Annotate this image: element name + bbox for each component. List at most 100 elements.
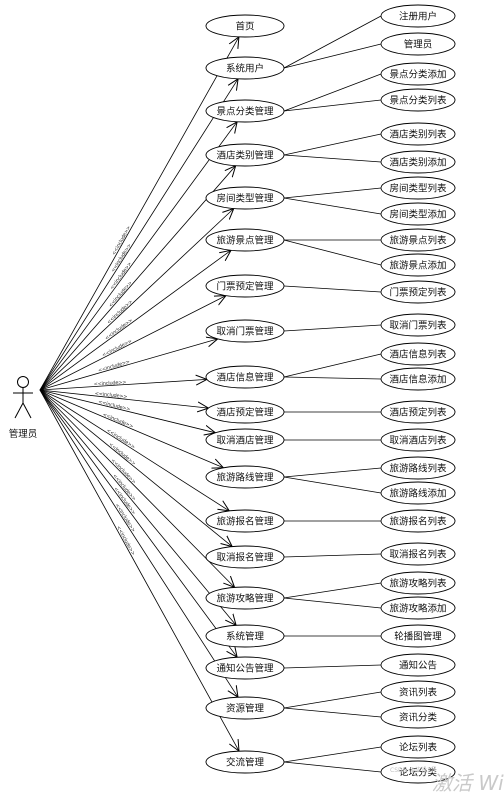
include-line-14-1: [283, 553, 382, 558]
include-line-17-1: [283, 664, 382, 669]
sub-use-case-ellipse-15-2: [380, 596, 456, 620]
include-label-8: <<include>>: [98, 359, 131, 374]
sub-use-case-label-18-2: 资讯分类: [399, 712, 438, 724]
use-case-ellipse-12: [205, 465, 285, 489]
sub-use-case-label-19-1: 论坛列表: [399, 742, 438, 754]
sub-use-case-ellipse-3-2: [380, 88, 456, 112]
include-line-18-1: [283, 691, 382, 709]
association-line-11: [39, 389, 216, 433]
sub-use-case-ellipse-9-1: [380, 342, 456, 366]
include-label-12: <<include>>: [102, 412, 134, 430]
actor-right-leg: [22, 402, 32, 419]
use-case-ellipse-3: [205, 99, 285, 123]
include-line-3-2: [283, 99, 382, 112]
include-label-10: <<include>>: [94, 391, 127, 400]
use-case-label-19: 交流管理: [226, 757, 265, 769]
use-case-label-8: 取消门票管理: [216, 326, 274, 338]
use-case-ellipse-4: [205, 143, 285, 167]
use-case-ellipse-8: [205, 319, 285, 343]
include-line-8-1: [283, 324, 382, 332]
sub-use-case-ellipse-4-2: [380, 150, 456, 174]
include-line-6-2: [283, 239, 382, 266]
actor-label: 管理员: [9, 428, 38, 440]
sub-use-case-label-2-1: 注册用户: [399, 11, 437, 23]
include-line-5-2: [283, 197, 382, 215]
include-line-7-1: [283, 285, 382, 293]
use-case-label-4: 酒店类别管理: [216, 150, 274, 162]
use-case-ellipse-7: [205, 274, 285, 298]
sub-use-case-ellipse-4-1: [380, 122, 456, 146]
association-line-3: [39, 122, 237, 391]
include-line-12-2: [283, 476, 382, 494]
sub-use-case-ellipse-18-1: [380, 680, 456, 704]
include-line-3-1: [283, 73, 382, 112]
use-case-ellipse-15: [205, 586, 285, 610]
sub-use-case-label-4-1: 酒店类别列表: [389, 129, 447, 141]
use-case-label-18: 资源管理: [226, 703, 265, 715]
watermark-text: 激活 Wi: [432, 771, 504, 792]
use-case-label-7: 门票预定管理: [216, 281, 274, 293]
use-case-ellipse-6: [205, 228, 285, 252]
use-case-label-11: 取消酒店管理: [216, 435, 274, 447]
sub-use-case-label-14-1: 取消报名列表: [389, 549, 447, 561]
sub-use-case-label-19-2: 论坛分类: [399, 767, 438, 779]
watermark: 激活 Wi CSDN @毕设1号: [390, 766, 504, 792]
sub-use-case-label-6-2: 旅游景点添加: [389, 260, 446, 272]
include-label-9: <<include>>: [93, 380, 126, 388]
sub-use-case-ellipse-2-1: [380, 4, 456, 28]
sub-use-case-label-10-1: 酒店预定列表: [389, 407, 447, 419]
use-case-label-15: 旅游攻略管理: [216, 593, 274, 605]
sub-use-case-label-3-2: 景点分类列表: [389, 95, 447, 107]
sub-use-case-ellipse-3-1: [380, 62, 456, 86]
sub-use-case-ellipse-19-1: [380, 735, 456, 759]
use-case-ellipse-1: [205, 14, 285, 38]
use-case-ellipse-11: [205, 428, 285, 452]
sub-use-case-label-5-1: 房间类型列表: [389, 183, 447, 195]
use-case-label-17: 通知公告管理: [216, 663, 274, 675]
sub-use-case-ellipse-5-2: [380, 202, 456, 226]
association-line-15: [39, 389, 235, 587]
sub-use-case-ellipse-15-1: [380, 571, 456, 595]
sub-use-case-ellipse-10-1: [380, 400, 456, 424]
use-case-label-3: 景点分类管理: [216, 106, 274, 118]
use-case-ellipse-9: [205, 365, 285, 389]
sub-use-case-ellipse-5-1: [380, 176, 456, 200]
use-case-ellipse-14: [205, 545, 285, 569]
sub-use-case-label-4-2: 酒店类别添加: [389, 157, 446, 169]
association-line-4: [39, 166, 236, 391]
use-case-label-12: 旅游路线管理: [216, 472, 274, 484]
association-line-2: [39, 79, 238, 391]
use-case-label-14: 取消报名管理: [216, 552, 274, 564]
sub-use-case-ellipse-6-2: [380, 253, 456, 277]
sub-use-case-ellipse-12-2: [380, 481, 456, 505]
sub-use-case-ellipse-16-1: [380, 624, 456, 648]
include-label-11: <<include>>: [98, 399, 131, 413]
sub-use-case-label-13-1: 旅游报名列表: [389, 516, 447, 528]
sub-use-case-ellipse-7-1: [380, 280, 456, 304]
sub-use-case-ellipse-17-1: [380, 653, 456, 677]
include-line-5-1: [283, 187, 382, 199]
sub-use-case-ellipse-8-1: [380, 313, 456, 337]
use-case-ellipse-19: [205, 750, 285, 774]
sub-use-case-label-18-1: 资讯列表: [399, 687, 438, 699]
actor-head: [17, 376, 29, 388]
association-line-8: [39, 339, 218, 391]
sub-use-case-label-12-1: 旅游路线列表: [389, 463, 447, 475]
include-line-19-2: [283, 761, 382, 773]
sub-use-case-label-3-1: 景点分类添加: [389, 69, 446, 81]
use-case-label-9: 酒店信息管理: [216, 372, 274, 384]
sub-use-cases: 注册用户管理员景点分类添加景点分类列表酒店类别列表酒店类别添加房间类型列表房间类…: [380, 4, 456, 784]
use-case-label-5: 房间类型管理: [216, 193, 274, 205]
sub-use-case-ellipse-19-2: [380, 760, 456, 784]
association-line-5: [39, 209, 234, 391]
association-line-13: [39, 389, 229, 511]
use-case-ellipse-18: [205, 696, 285, 720]
use-case-ellipse-13: [205, 509, 285, 533]
include-line-12-1: [283, 467, 382, 478]
use-case-ellipse-16: [205, 624, 285, 648]
sub-use-case-label-15-2: 旅游攻略添加: [389, 603, 446, 615]
association-line-16: [39, 389, 236, 625]
use-case-ellipse-2: [205, 56, 285, 80]
